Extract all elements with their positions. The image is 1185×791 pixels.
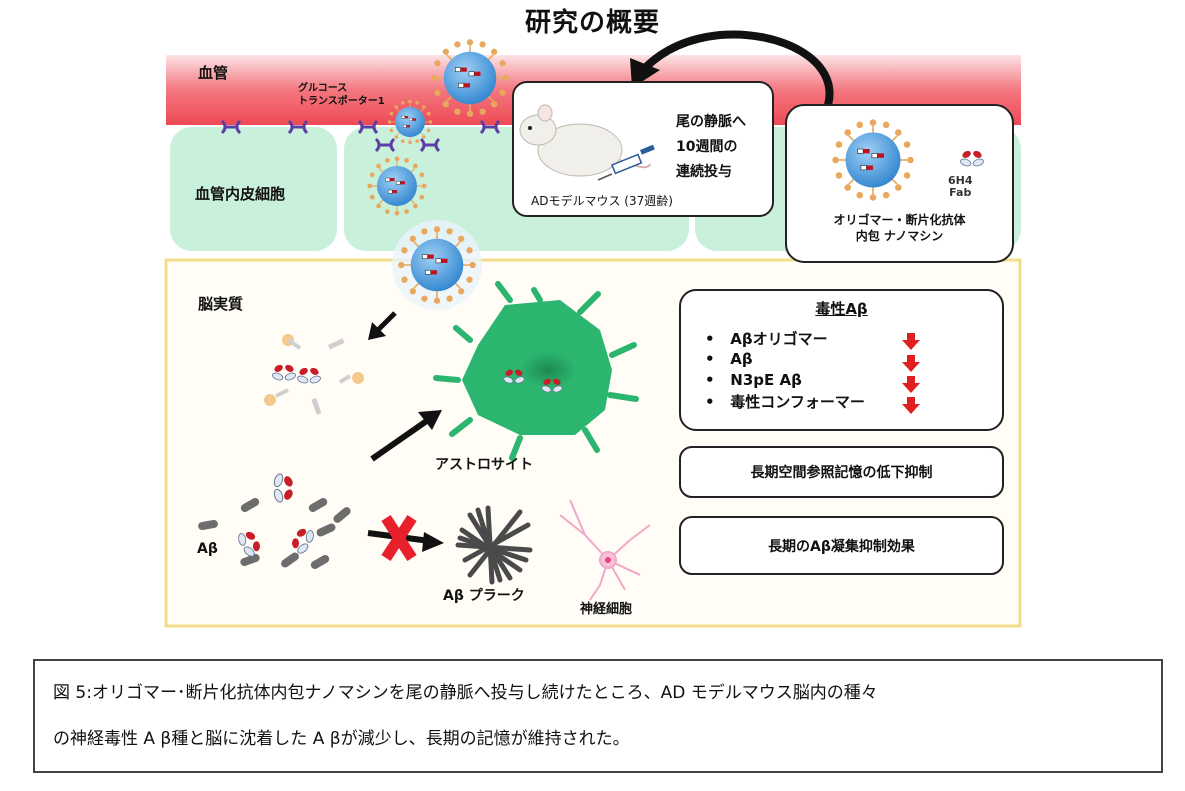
effect-memory-text: 長期空間参照記憶の低下抑制 bbox=[750, 465, 933, 481]
label-blood-vessel: 血管 bbox=[198, 64, 229, 82]
toxic-abeta-heading: 毒性Aβ bbox=[815, 300, 868, 318]
curved-arrow-head-icon bbox=[630, 58, 660, 88]
label-abeta: Aβ bbox=[197, 541, 218, 557]
label-astrocyte: アストロサイト bbox=[435, 457, 533, 473]
arrow-release-icon bbox=[368, 311, 397, 340]
label-neuron: 神経細胞 bbox=[580, 602, 633, 617]
endothelial-cell bbox=[170, 127, 337, 251]
label-abeta-plaque: Aβ プラーク bbox=[443, 588, 525, 604]
figure-title: 研究の概要 bbox=[524, 8, 660, 38]
toxic-abeta-list: • Aβオリゴマー • Aβ • N3pE Aβ • 毒性コンフォーマー bbox=[705, 328, 905, 418]
down-arrow-icon bbox=[902, 397, 920, 414]
down-arrow-icon bbox=[902, 355, 920, 372]
label-endothelial-cell: 血管内皮細胞 bbox=[195, 185, 286, 203]
toxic-abeta-item-text: N3pE Aβ bbox=[730, 371, 802, 389]
mouse-model-label: ADモデルマウス (37週齢) bbox=[531, 194, 673, 208]
astrocyte-icon bbox=[433, 281, 639, 461]
toxic-abeta-item-text: 毒性コンフォーマー bbox=[730, 393, 865, 411]
figure-caption: 図 5:オリゴマー･断片化抗体内包ナノマシンを尾の静脈へ投与し続けたところ、AD… bbox=[33, 659, 1163, 773]
toxic-abeta-item: • 毒性コンフォーマー bbox=[705, 393, 865, 411]
arrow-to-astrocyte-icon bbox=[370, 410, 442, 462]
down-arrow-icon bbox=[902, 333, 920, 350]
mouse-icon bbox=[519, 104, 651, 177]
effect-box-memory bbox=[679, 446, 1004, 498]
toxic-abeta-item: • N3pE Aβ bbox=[705, 371, 802, 389]
toxic-abeta-item: • Aβ bbox=[705, 350, 753, 368]
fab-label: 6H4 Fab bbox=[948, 175, 973, 199]
nanomachine-box bbox=[785, 104, 1014, 263]
curved-arrow-icon bbox=[642, 30, 834, 107]
label-brain-parenchyma: 脳実質 bbox=[198, 295, 244, 313]
injection-line: 連続投与 bbox=[676, 164, 732, 180]
nanomachine-name-line: オリゴマー・断片化抗体 bbox=[833, 213, 966, 227]
caption-line-2: の神経毒性 A β種と脳に沈着した A βが減少し、長期の記憶が維持された。 bbox=[53, 729, 630, 749]
abeta-plaque-icon bbox=[455, 505, 533, 585]
nanomachine-name: オリゴマー・断片化抗体 内包 ナノマシン bbox=[786, 212, 1013, 244]
label-glucose-transporter: グルコース トランスポーター1 bbox=[298, 83, 385, 107]
nanomachine-name-line: 内包 ナノマシン bbox=[855, 229, 944, 243]
effect-aggregation-text: 長期のAβ凝集抑制効果 bbox=[768, 539, 915, 555]
toxic-abeta-item-text: Aβ bbox=[730, 350, 753, 368]
injection-instructions: 尾の静脈へ 10週間の 連続投与 bbox=[676, 110, 746, 185]
toxic-abeta-item-text: Aβオリゴマー bbox=[730, 330, 828, 348]
injection-line: 10週間の bbox=[676, 139, 738, 155]
effect-box-aggregation bbox=[679, 516, 1004, 575]
fab-label-line: Fab bbox=[949, 186, 972, 199]
injection-line: 尾の静脈へ bbox=[676, 114, 746, 130]
diagram-canvas bbox=[164, 30, 1022, 628]
down-arrow-icon bbox=[902, 376, 920, 393]
released-contents-icon bbox=[264, 334, 364, 415]
toxic-abeta-item: • Aβオリゴマー bbox=[705, 330, 828, 348]
fab-label-line: 6H4 bbox=[948, 174, 973, 187]
arrow-blocked-aggregation-icon bbox=[367, 515, 444, 561]
neuron-icon bbox=[559, 499, 651, 601]
syringe-icon bbox=[597, 144, 655, 181]
caption-line-1: 図 5:オリゴマー･断片化抗体内包ナノマシンを尾の静脈へ投与し続けたところ、AD… bbox=[53, 683, 878, 703]
toxic-abeta-box bbox=[679, 289, 1004, 431]
decrease-arrows bbox=[902, 333, 920, 414]
